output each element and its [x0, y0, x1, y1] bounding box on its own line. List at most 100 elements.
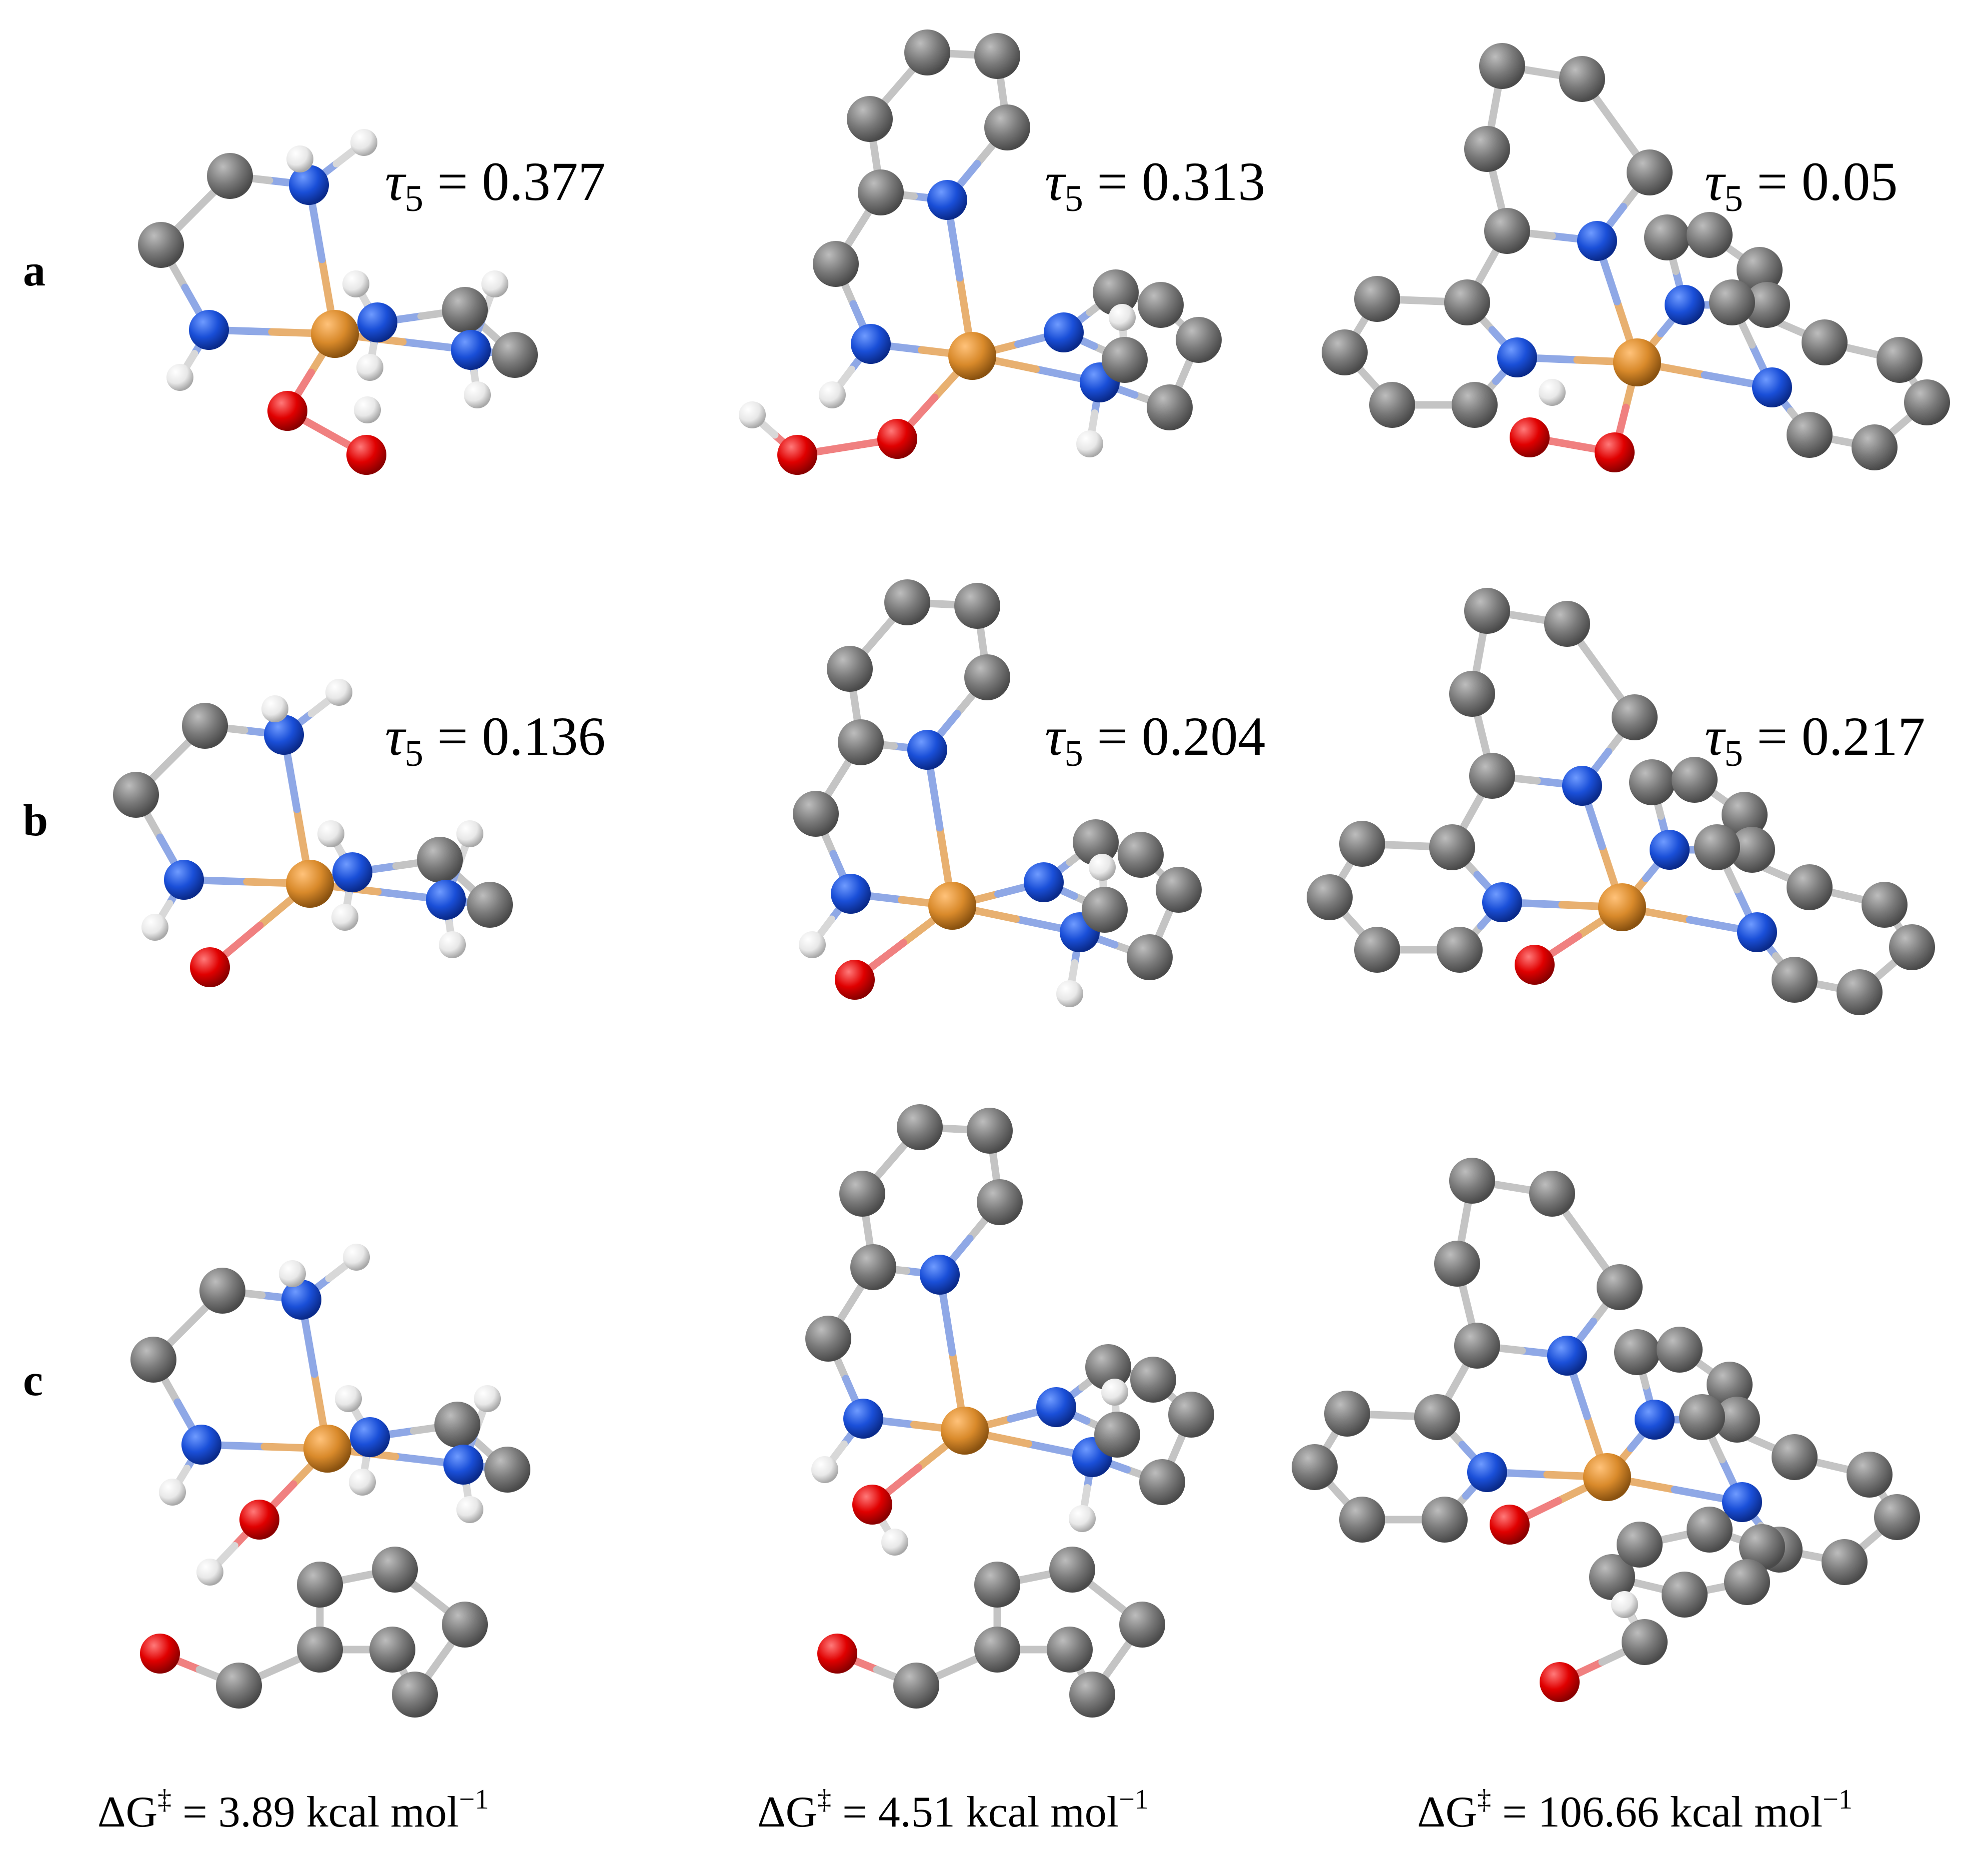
tau-label-b-2: τ5 = 0.204	[1045, 706, 1266, 774]
carbon-atom	[1479, 43, 1525, 89]
carbon-atom	[813, 241, 859, 287]
nitrogen-atom	[1024, 862, 1064, 902]
carbon-atom	[1544, 601, 1590, 647]
carbon-atom	[1127, 934, 1173, 980]
carbon-atom	[1168, 1392, 1214, 1438]
oxygen-atom	[267, 391, 307, 431]
metal-atom	[1613, 338, 1661, 386]
row-label-a: a	[23, 246, 45, 295]
carbon-atom	[1852, 424, 1898, 470]
carbon-atom	[858, 169, 904, 215]
carbon-atom	[967, 1108, 1013, 1154]
nitrogen-atom	[920, 1255, 960, 1295]
nitrogen-atom	[1722, 1482, 1762, 1522]
carbon-atom	[1449, 1158, 1495, 1204]
hydrogen-atom	[196, 1559, 223, 1586]
hydrogen-atom	[881, 1529, 908, 1556]
carbon-atom	[1617, 1522, 1663, 1568]
carbon-atom	[1772, 1434, 1818, 1480]
carbon-atom	[974, 33, 1020, 79]
carbon-atom	[1679, 1394, 1725, 1440]
nitrogen-atom	[443, 1445, 483, 1485]
carbon-atom	[1414, 1394, 1460, 1440]
hydrogen-atom	[1089, 854, 1116, 881]
carbon-atom	[1707, 1362, 1753, 1408]
nitrogen-atom	[357, 302, 397, 342]
hydrogen-atom	[739, 401, 766, 428]
carbon-atom	[1047, 1627, 1093, 1673]
tau-value: 0.217	[1801, 706, 1926, 767]
carbon-atom	[1822, 1539, 1868, 1585]
nitrogen-atom	[851, 324, 891, 364]
carbon-atom	[847, 96, 893, 142]
oxygen-atom	[835, 960, 875, 1000]
carbon-atom	[1147, 384, 1193, 430]
hydrogen-atom	[819, 381, 846, 408]
carbon-atom	[1454, 1323, 1500, 1369]
tau-label-a-2: τ5 = 0.313	[1045, 151, 1266, 219]
metal-atom	[948, 332, 996, 380]
carbon-atom	[1139, 1459, 1185, 1505]
hydrogen-atom	[317, 820, 344, 847]
carbon-atom	[1662, 1572, 1708, 1618]
carbon-atom	[1847, 1452, 1893, 1498]
nitrogen-atom	[332, 852, 372, 892]
nitrogen-atom	[843, 1399, 883, 1439]
carbon-atom	[1802, 319, 1848, 365]
carbon-atom	[1589, 1554, 1635, 1600]
carbon-atom	[1724, 1559, 1770, 1605]
carbon-atom	[1889, 924, 1935, 970]
oxygen-atom	[140, 1634, 180, 1674]
hydrogen-atom	[279, 1260, 306, 1287]
carbon-atom	[216, 1663, 262, 1709]
hydrogen-atom	[325, 679, 352, 706]
nitrogen-atom	[281, 1280, 321, 1320]
tau-value: 0.136	[481, 706, 606, 767]
carbon-atom	[1073, 819, 1119, 865]
hydrogen-atom	[1056, 980, 1083, 1007]
carbon-atom	[1772, 957, 1818, 1003]
carbon-atom	[1559, 56, 1605, 102]
carbon-atom	[1437, 927, 1483, 973]
nitrogen-atom	[189, 310, 229, 350]
carbon-atom	[1737, 247, 1783, 293]
carbon-atom	[1452, 382, 1498, 428]
nitrogen-atom	[907, 730, 947, 770]
nitrogen-atom	[1737, 912, 1777, 952]
metal-atom	[303, 1425, 351, 1473]
carbon-atom	[893, 1663, 939, 1709]
hydrogen-atom	[811, 1456, 838, 1483]
carbon-atom	[369, 1627, 415, 1673]
carbon-atom	[984, 104, 1030, 150]
carbon-atom	[207, 153, 253, 199]
carbon-atom	[1687, 212, 1733, 258]
nitrogen-atom	[1036, 1387, 1076, 1427]
tau-label-a-1: τ5 = 0.377	[385, 151, 606, 219]
tau-value: 0.204	[1141, 706, 1266, 767]
metal-atom	[1598, 883, 1646, 931]
nitrogen-atom	[1467, 1452, 1507, 1492]
carbon-atom	[1672, 757, 1718, 803]
oxygen-atom	[852, 1485, 892, 1525]
carbon-atom	[1464, 588, 1510, 634]
carbon-atom	[1722, 792, 1768, 838]
carbon-atom	[1739, 1524, 1785, 1570]
carbon-atom	[297, 1562, 343, 1608]
carbon-atom	[964, 654, 1010, 700]
carbon-atom	[1644, 214, 1690, 260]
hydrogen-atom	[439, 931, 466, 958]
dg-value: 3.89	[218, 1788, 295, 1837]
hydrogen-atom	[166, 364, 193, 391]
nitrogen-atom	[289, 165, 329, 205]
carbon-atom	[1354, 276, 1400, 322]
metal-atom	[311, 310, 359, 358]
carbon-atom	[954, 583, 1000, 629]
carbon-atom	[138, 222, 184, 268]
carbon-atom	[850, 1244, 896, 1290]
nitrogen-atom	[831, 874, 871, 914]
carbon-atom	[1429, 824, 1475, 870]
oxygen-atom	[346, 435, 386, 475]
carbon-atom	[1709, 279, 1755, 325]
